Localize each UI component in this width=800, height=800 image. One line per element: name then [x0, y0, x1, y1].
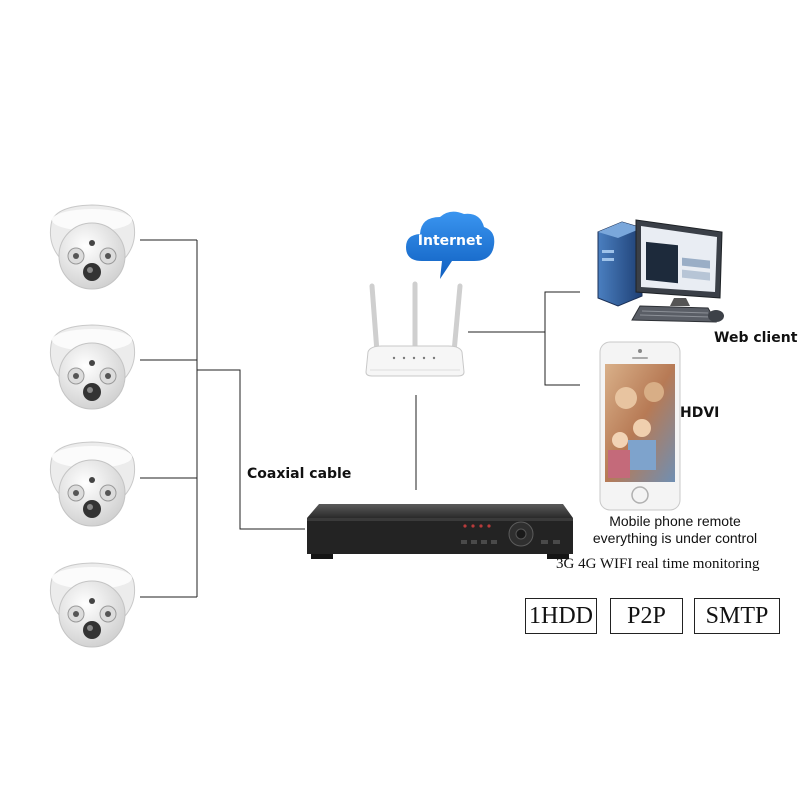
dome-camera-1 [45, 200, 140, 295]
web-client-label: Web client [714, 330, 797, 346]
wire-client-split [545, 292, 580, 385]
mobile-caption-line-1: Mobile phone remote [585, 513, 765, 530]
dome-camera-4 [45, 558, 140, 653]
feature-box-hdd: 1HDD [525, 598, 597, 634]
dome-camera-2 [45, 320, 140, 415]
internet-cloud-icon: Internet [400, 205, 500, 285]
mobile-caption-line-2: everything is under control [585, 530, 765, 547]
dome-camera-3 [45, 437, 140, 532]
monitoring-caption: 3G 4G WIFI real time monitoring [556, 556, 759, 573]
hdvi-label: HDVI [680, 405, 719, 421]
desktop-computer-icon [590, 210, 730, 330]
feature-box-p2p: P2P [610, 598, 683, 634]
internet-label: Internet [418, 233, 483, 249]
feature-box-smtp: SMTP [694, 598, 780, 634]
coaxial-cable-label: Coaxial cable [247, 466, 351, 482]
mobile-caption: Mobile phone remote everything is under … [585, 513, 765, 547]
smartphone-icon [598, 340, 682, 512]
wifi-router [360, 280, 470, 380]
wire-coax-to-dvr [197, 370, 305, 529]
dvr-recorder [305, 500, 575, 562]
